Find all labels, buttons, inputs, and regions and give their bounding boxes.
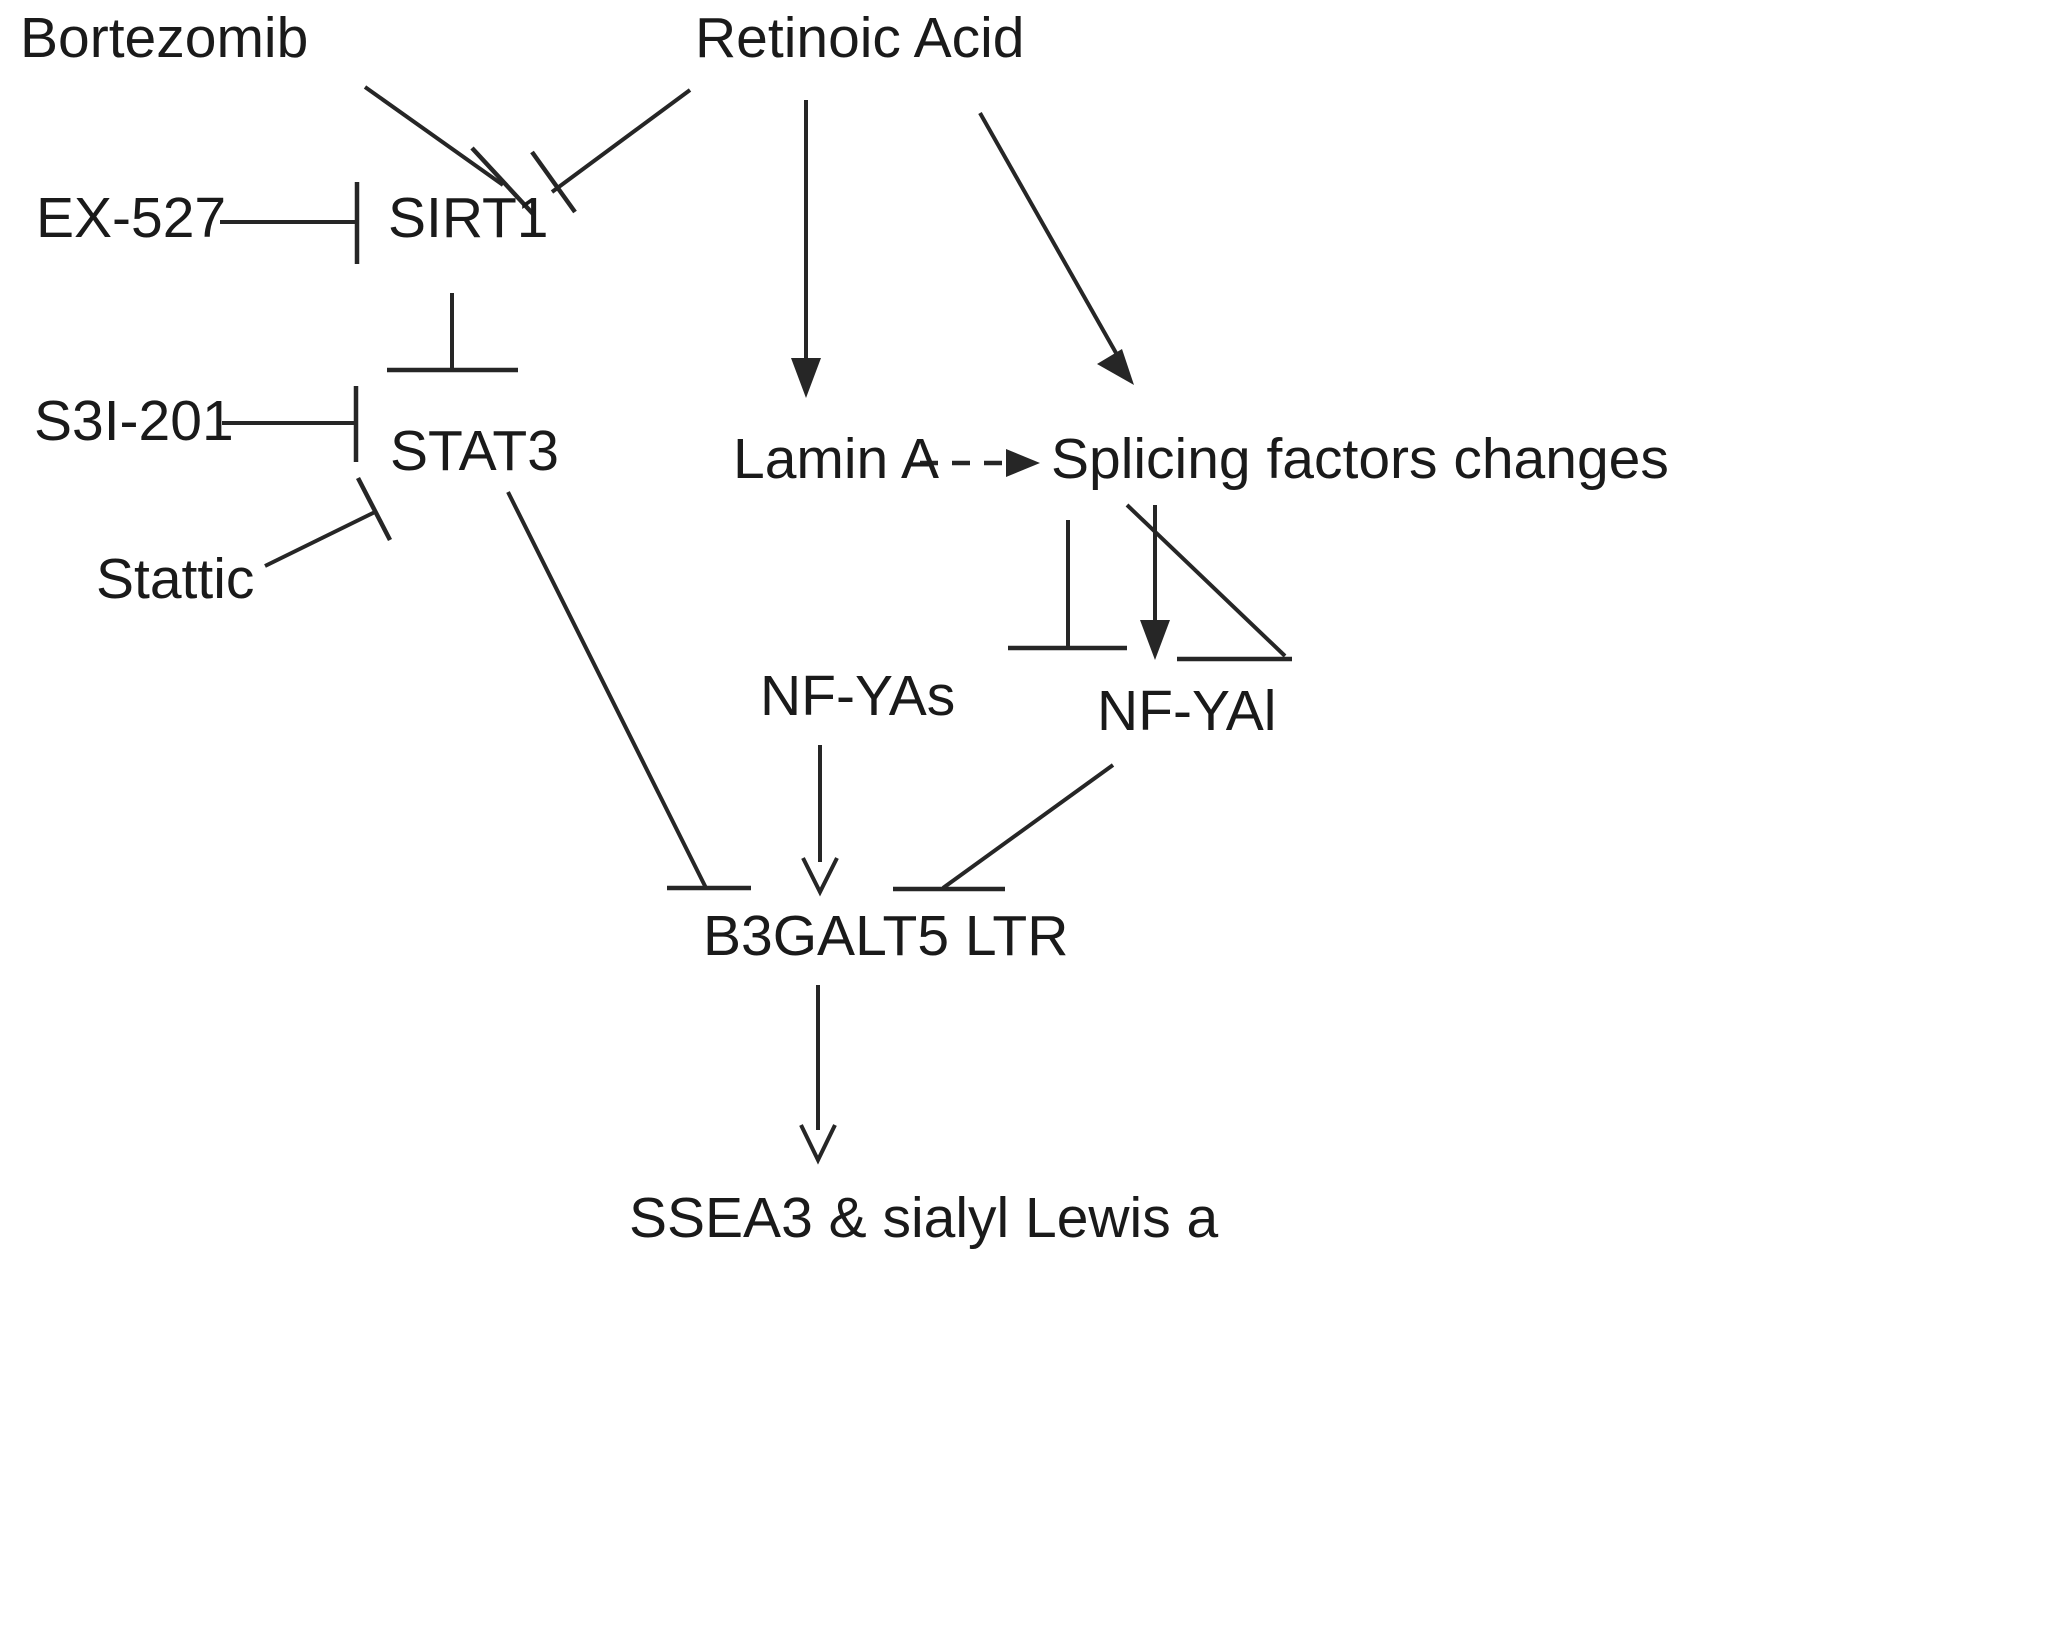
- node-nf-yal: NF-YAl: [1097, 679, 1276, 743]
- edge-sirt1-inhibits-stat3: [387, 293, 518, 373]
- edge-stattic-inhibits-stat3: [264, 476, 392, 568]
- node-ex-527: EX-527: [36, 186, 226, 250]
- node-bortezomib: Bortezomib: [20, 6, 308, 70]
- node-splicing-factors-changes: Splicing factors changes: [1051, 427, 1669, 491]
- edge-retinoic-activates-splicing: [978, 112, 1134, 385]
- edge-nfyas-activates-b3galt5: [801, 745, 839, 897]
- edge-bortezomib-inhibits-sirt1: [363, 85, 536, 217]
- edge-s3i201-inhibits-stat3: [222, 386, 359, 462]
- node-b3galt5-ltr: B3GALT5 LTR: [703, 904, 1068, 968]
- edge-b3galt5-activates-ssea3: [799, 985, 837, 1165]
- edge-lamina-inhibits-nfyas: [1008, 520, 1127, 651]
- node-sirt1: SIRT1: [388, 186, 549, 250]
- node-lamin-a: Lamin A: [733, 427, 939, 491]
- edge-lamina-leads-splicing: [920, 449, 1040, 477]
- node-s3i-201: S3I-201: [34, 389, 234, 453]
- node-ssea3-sialyl-lewis-a: SSEA3 & sialyl Lewis a: [629, 1186, 1219, 1250]
- edge-retinoic-activates-lamina: [791, 100, 821, 398]
- edge-splicing-activates-nfyal: [1140, 505, 1170, 660]
- node-retinoic-acid: Retinoic Acid: [695, 6, 1025, 70]
- edge-stat3-inhibits-b3galt5: [506, 491, 751, 891]
- node-stattic: Stattic: [96, 547, 254, 611]
- edge-retinoic-inhibits-sirt1: [530, 88, 692, 214]
- edge-nfyal-inhibits-b3galt5: [893, 763, 1115, 892]
- node-nf-yas: NF-YAs: [760, 664, 955, 728]
- edge-ex527-inhibits-sirt1: [220, 182, 360, 264]
- node-stat3: STAT3: [390, 419, 559, 483]
